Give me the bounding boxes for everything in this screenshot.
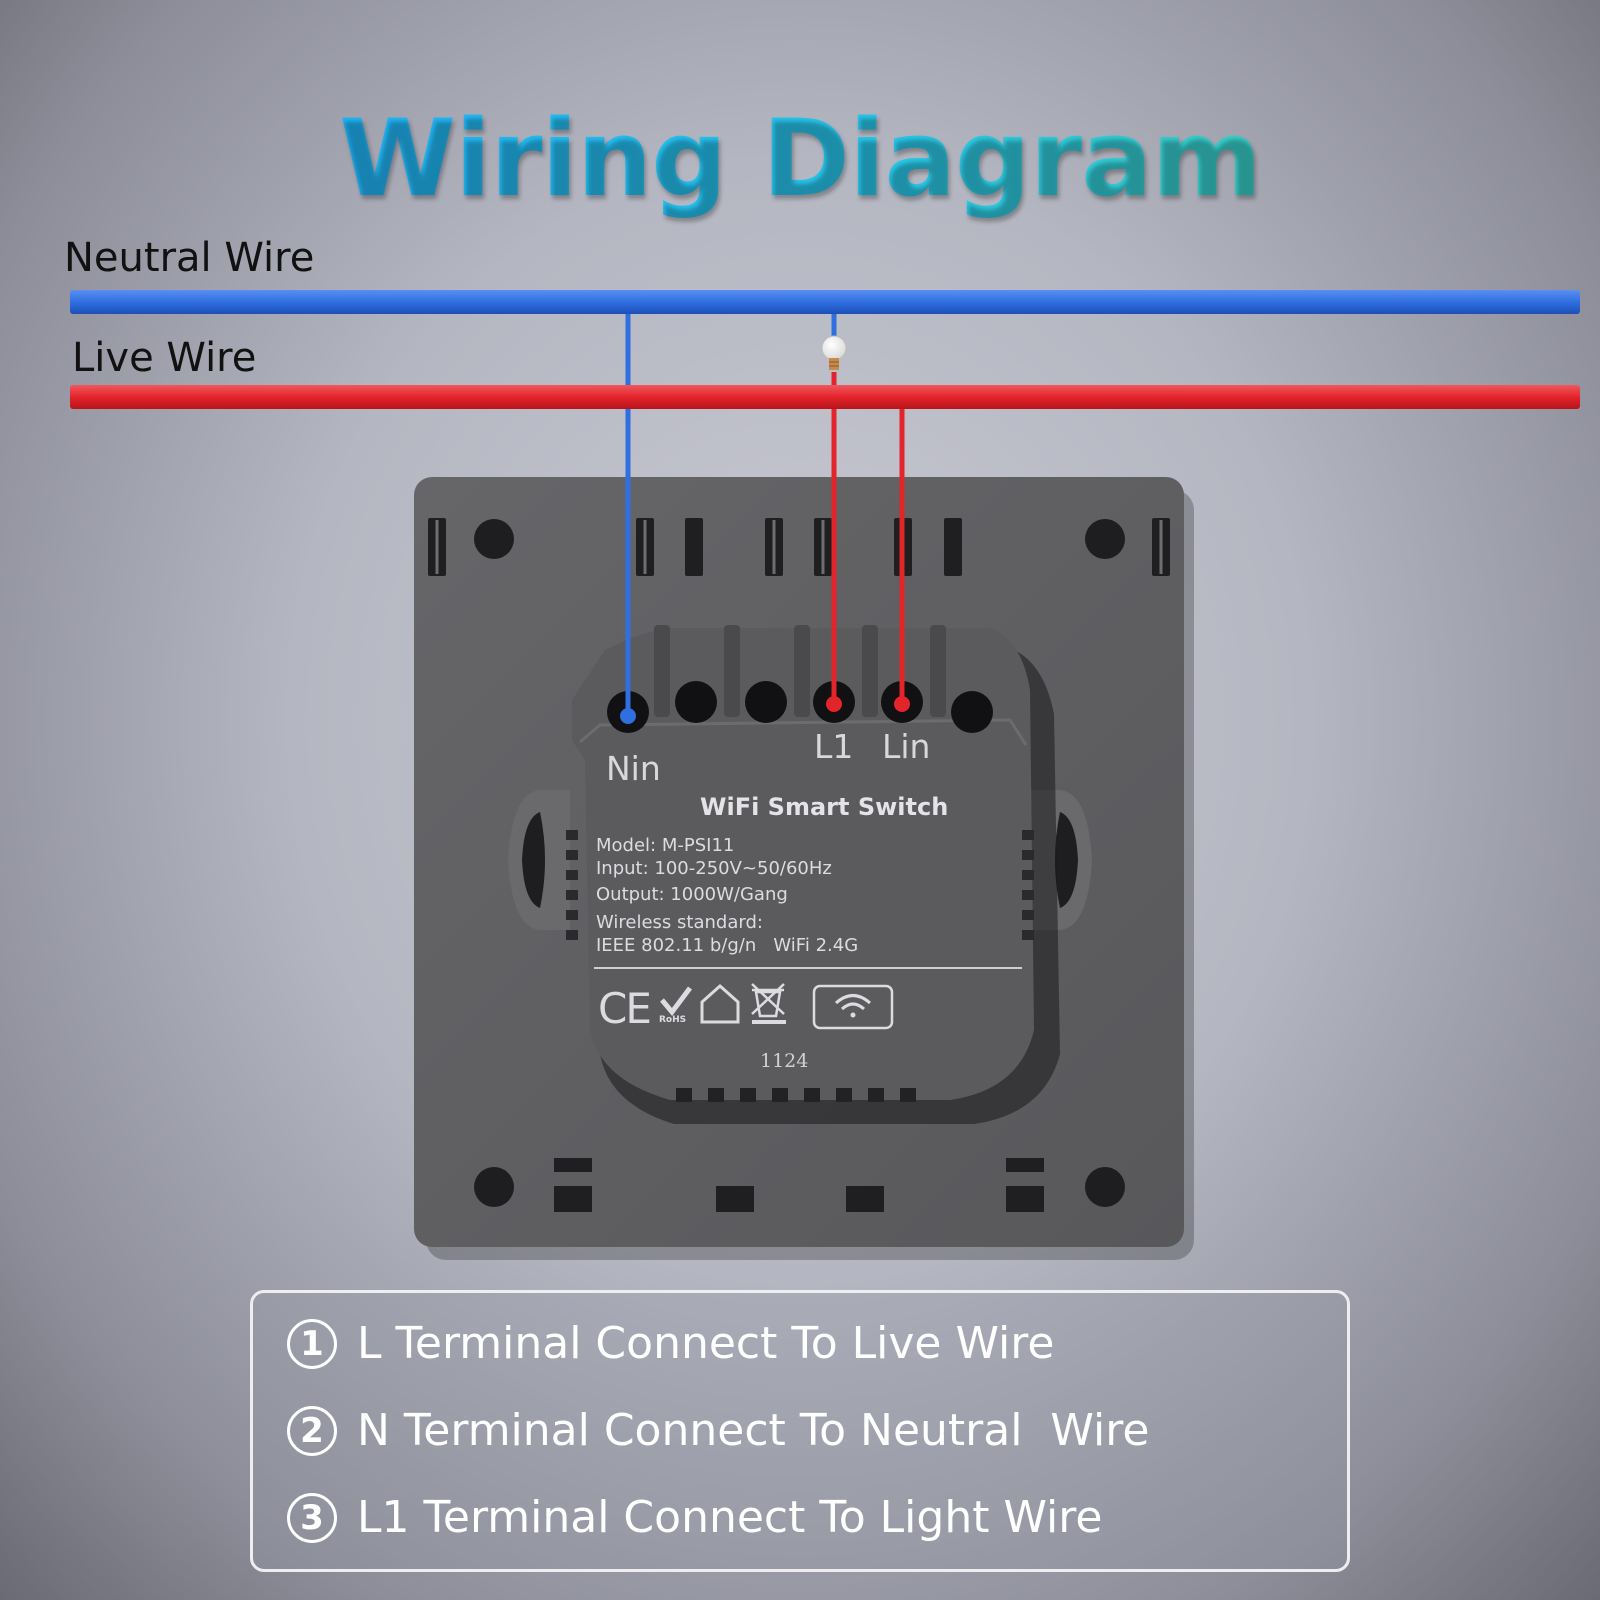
live-wire-label: Live Wire xyxy=(72,335,257,381)
wifi-icon xyxy=(835,994,871,1018)
step-number-2: 2 xyxy=(287,1406,337,1456)
screw-hole xyxy=(1085,519,1125,559)
weee-bin-icon xyxy=(751,983,786,1024)
terminal-hole xyxy=(951,691,993,733)
instruction-step-1: 1 L Terminal Connect To Live Wire xyxy=(287,1319,1054,1369)
lin-connection-dot xyxy=(894,696,910,712)
switch-module xyxy=(566,625,1060,1124)
terminal-hole xyxy=(745,681,787,723)
device-name: WiFi Smart Switch xyxy=(700,793,949,821)
nin-connection-dot xyxy=(620,708,636,724)
terminal-label-lin: Lin xyxy=(882,727,931,766)
rohs-label: RoHS xyxy=(659,1015,687,1025)
step-number-3: 3 xyxy=(287,1493,337,1543)
terminal-hole xyxy=(675,681,717,723)
screw-hole xyxy=(1085,1167,1125,1207)
terminal-label-nin: Nin xyxy=(606,749,661,788)
instruction-step-3: 3 L1 Terminal Connect To Light Wire xyxy=(287,1493,1102,1543)
wifi-badge xyxy=(812,984,894,1030)
house-icon xyxy=(700,983,740,1024)
batch-code: 1124 xyxy=(760,1050,809,1072)
step-text-2: N Terminal Connect To Neutral Wire xyxy=(357,1405,1150,1456)
neutral-wire-label: Neutral Wire xyxy=(64,235,315,281)
live-wire xyxy=(70,385,1580,409)
rohs-check-icon xyxy=(660,986,692,1017)
spec-output: Output: 1000W/Gang xyxy=(596,884,788,905)
ce-mark-icon: CE xyxy=(598,984,652,1033)
spec-input: Input: 100-250V~50/60Hz xyxy=(596,858,832,879)
instruction-step-2: 2 N Terminal Connect To Neutral Wire xyxy=(287,1406,1149,1456)
instructions-box: 1 L Terminal Connect To Live Wire 2 N Te… xyxy=(250,1290,1350,1572)
step-text-3: L1 Terminal Connect To Light Wire xyxy=(357,1492,1103,1543)
screw-hole xyxy=(474,1167,514,1207)
screw-hole xyxy=(474,519,514,559)
l1-connection-dot xyxy=(826,696,842,712)
spec-ieee: IEEE 802.11 b/g/n WiFi 2.4G xyxy=(596,935,859,956)
neutral-wire xyxy=(70,290,1580,314)
step-number-1: 1 xyxy=(287,1319,337,1369)
light-bulb-icon xyxy=(821,335,847,370)
page-title: Wiring Diagram xyxy=(0,95,1600,222)
spec-wireless-standard: Wireless standard: xyxy=(596,912,763,933)
terminal-label-l1: L1 xyxy=(814,727,854,766)
step-text-1: L Terminal Connect To Live Wire xyxy=(357,1318,1055,1369)
spec-model: Model: M-PSI11 xyxy=(596,835,735,856)
